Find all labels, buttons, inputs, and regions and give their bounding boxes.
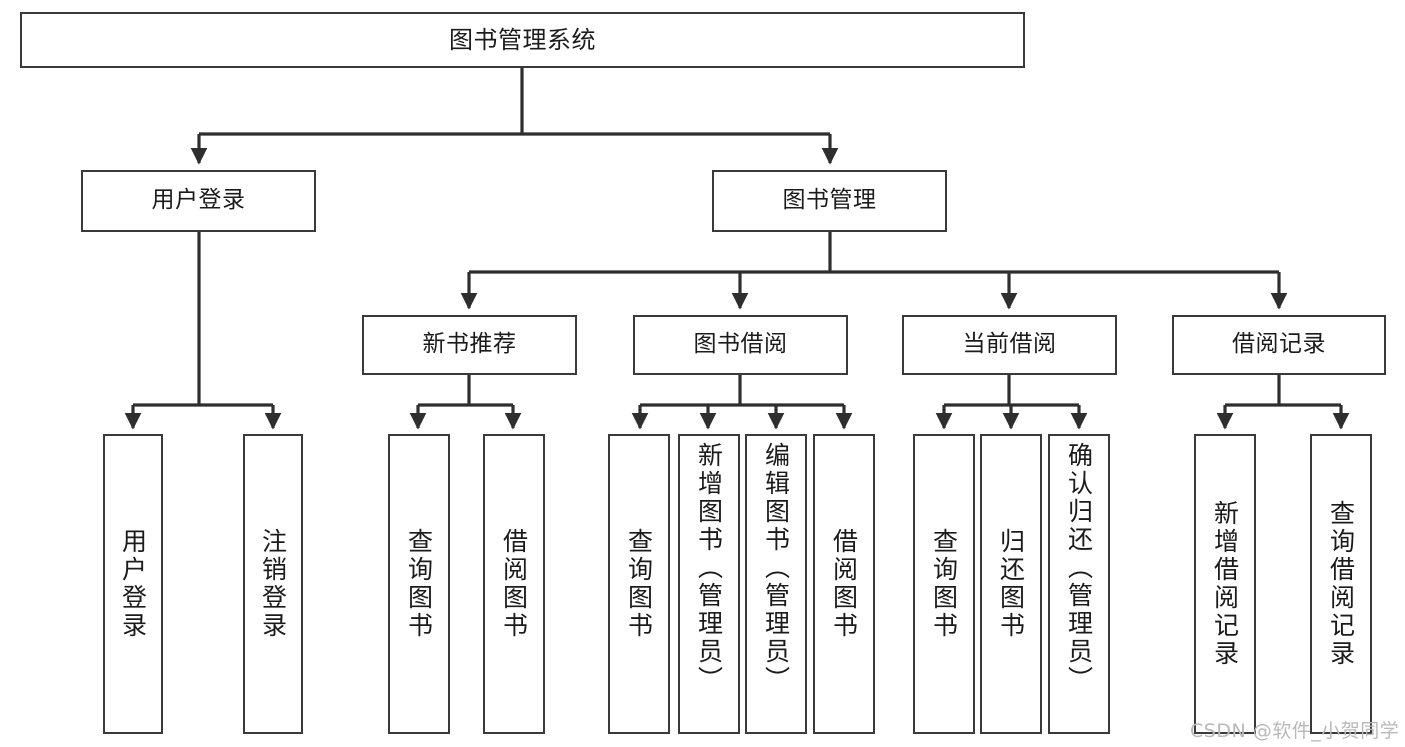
node-new-book-recommend[interactable]: 新书推荐 bbox=[362, 315, 577, 375]
node-label: 新书推荐 bbox=[422, 331, 517, 358]
node-label: 注销登录 bbox=[258, 528, 288, 640]
leaf-query-book-current[interactable]: 查询图书 bbox=[913, 434, 975, 734]
node-label: 图书管理 bbox=[782, 187, 877, 214]
leaf-add-book-admin[interactable]: 新增图书（管理员） bbox=[678, 434, 740, 734]
leaf-query-book-recommend[interactable]: 查询图书 bbox=[388, 434, 450, 734]
leaf-logout-login[interactable]: 注销登录 bbox=[243, 434, 303, 734]
node-label: 借阅记录 bbox=[1232, 331, 1326, 358]
leaf-confirm-return-admin[interactable]: 确认归还（管理员） bbox=[1048, 434, 1110, 734]
node-label: 查询图书 bbox=[404, 528, 434, 640]
csdn-watermark: CSDN @软件_小贺同学 bbox=[1190, 720, 1400, 742]
node-current-borrow[interactable]: 当前借阅 bbox=[902, 315, 1117, 375]
leaf-query-book-borrow[interactable]: 查询图书 bbox=[608, 434, 670, 734]
leaf-edit-book-admin[interactable]: 编辑图书（管理员） bbox=[745, 434, 807, 734]
leaf-return-book[interactable]: 归还图书 bbox=[980, 434, 1042, 734]
node-label: 用户登录 bbox=[118, 528, 148, 640]
node-label: 确认归还（管理员） bbox=[1064, 442, 1094, 694]
node-label: 编辑图书（管理员） bbox=[761, 442, 791, 694]
leaf-borrow-book[interactable]: 借阅图书 bbox=[813, 434, 875, 734]
node-label: 借阅图书 bbox=[499, 528, 529, 640]
leaf-add-borrow-record[interactable]: 新增借阅记录 bbox=[1194, 434, 1256, 734]
leaf-borrow-book-recommend[interactable]: 借阅图书 bbox=[483, 434, 545, 734]
node-user-login[interactable]: 用户登录 bbox=[81, 170, 316, 232]
node-label: 当前借阅 bbox=[962, 331, 1057, 358]
leaf-user-login[interactable]: 用户登录 bbox=[103, 434, 163, 734]
node-book-management[interactable]: 图书管理 bbox=[712, 170, 947, 232]
node-label: 查询图书 bbox=[929, 528, 959, 640]
node-label: 用户登录 bbox=[151, 187, 246, 214]
node-root-book-management-system[interactable]: 图书管理系统 bbox=[20, 12, 1025, 68]
node-label: 归还图书 bbox=[996, 528, 1026, 640]
node-label: 查询借阅记录 bbox=[1326, 500, 1356, 668]
node-label: 新增图书（管理员） bbox=[694, 442, 724, 694]
node-label: 图书借阅 bbox=[693, 331, 788, 358]
node-label: 查询图书 bbox=[624, 528, 654, 640]
node-label: 图书管理系统 bbox=[449, 25, 596, 54]
leaf-query-borrow-record[interactable]: 查询借阅记录 bbox=[1310, 434, 1372, 734]
node-book-borrow[interactable]: 图书借阅 bbox=[633, 315, 848, 375]
node-label: 新增借阅记录 bbox=[1210, 500, 1240, 668]
node-borrow-record[interactable]: 借阅记录 bbox=[1172, 315, 1386, 375]
node-label: 借阅图书 bbox=[829, 528, 859, 640]
